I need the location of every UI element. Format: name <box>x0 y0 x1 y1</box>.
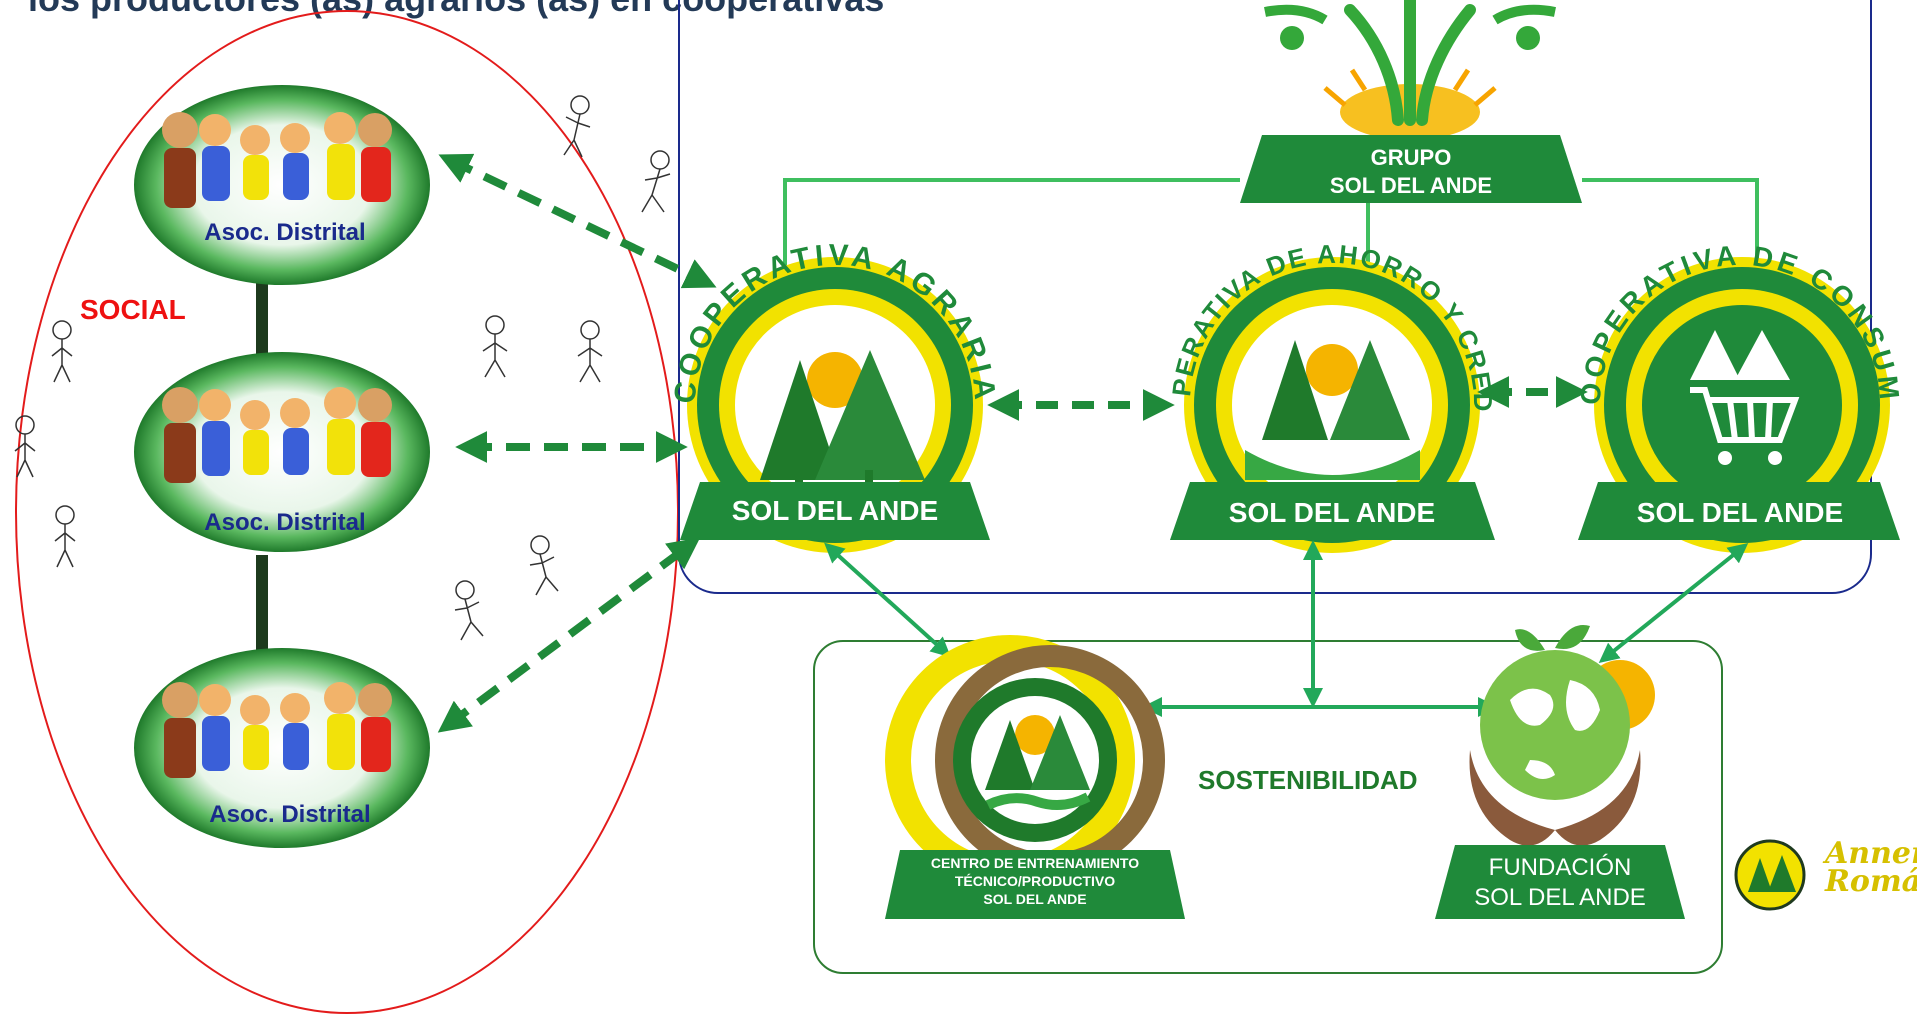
shopping-cart-icon <box>1690 387 1800 443</box>
group-connectors <box>783 178 1759 270</box>
hand-icon <box>1469 750 1555 846</box>
leaf-icon <box>1515 624 1590 651</box>
coop-exchange-arrows <box>987 376 1588 421</box>
assoc-column: Asoc. Distrital Asoc. Distrital <box>134 85 430 848</box>
signature-logo <box>1734 839 1806 911</box>
coop-ahorro-ribbon: SOL DEL ANDE <box>1229 497 1435 528</box>
page-title: los productores (as) agrarios (as) en co… <box>28 0 884 20</box>
group-tree-logo <box>1264 0 1556 140</box>
diagram-svg: GRUPO SOL DEL ANDE COOPERATIVA AGRARIA S… <box>0 0 1902 919</box>
coop-agraria-logo: COOPERATIVA AGRARIA SOL DEL ANDE <box>669 239 997 553</box>
centro-line3: SOL DEL ANDE <box>983 891 1086 907</box>
group-line1: GRUPO <box>1371 145 1452 170</box>
coop-agraria-ribbon: SOL DEL ANDE <box>732 495 938 526</box>
assoc-label-1: Asoc. Distrital <box>204 219 365 246</box>
stick-figures <box>14 95 671 641</box>
assoc-label-2: Asoc. Distrital <box>204 509 365 536</box>
assoc-label-3: Asoc. Distrital <box>209 801 370 828</box>
fundacion-line1: FUNDACIÓN <box>1489 854 1632 881</box>
people-group-icon <box>162 112 392 208</box>
fundacion-logo: FUNDACIÓN SOL DEL ANDE <box>1435 624 1685 919</box>
signature-line1: Anner <box>1825 836 1917 871</box>
group-line2: SOL DEL ANDE <box>1330 173 1492 198</box>
people-group-icon <box>162 682 392 778</box>
centro-logo: CENTRO DE ENTRENAMIENTO TÉCNICO/PRODUCTI… <box>885 635 1185 919</box>
globe-icon <box>1480 650 1630 800</box>
sustainability-label: SOSTENIBILIDAD <box>1198 765 1418 795</box>
assoc-node-1: Asoc. Distrital <box>134 85 430 285</box>
centro-line1: CENTRO DE ENTRENAMIENTO <box>931 855 1139 871</box>
signature-text: Anner Román <box>1825 836 1917 899</box>
group-box <box>678 0 1872 594</box>
sun-icon <box>807 352 863 408</box>
handshake-icon <box>1288 452 1382 468</box>
fundacion-line2: SOL DEL ANDE <box>1474 884 1646 911</box>
coop-consumo-ribbon: SOL DEL ANDE <box>1637 497 1843 528</box>
group-ribbon: GRUPO SOL DEL ANDE <box>1240 135 1582 203</box>
sustainability-arrows <box>824 540 1749 717</box>
assoc-node-2: Asoc. Distrital <box>134 352 430 552</box>
assoc-node-3: Asoc. Distrital <box>134 648 430 848</box>
social-label: SOCIAL <box>80 294 186 325</box>
people-group-icon <box>162 387 392 483</box>
signature-line2: Román <box>1825 864 1917 899</box>
assoc-coop-arrows <box>437 153 717 733</box>
centro-line2: TÉCNICO/PRODUCTIVO <box>955 873 1115 889</box>
